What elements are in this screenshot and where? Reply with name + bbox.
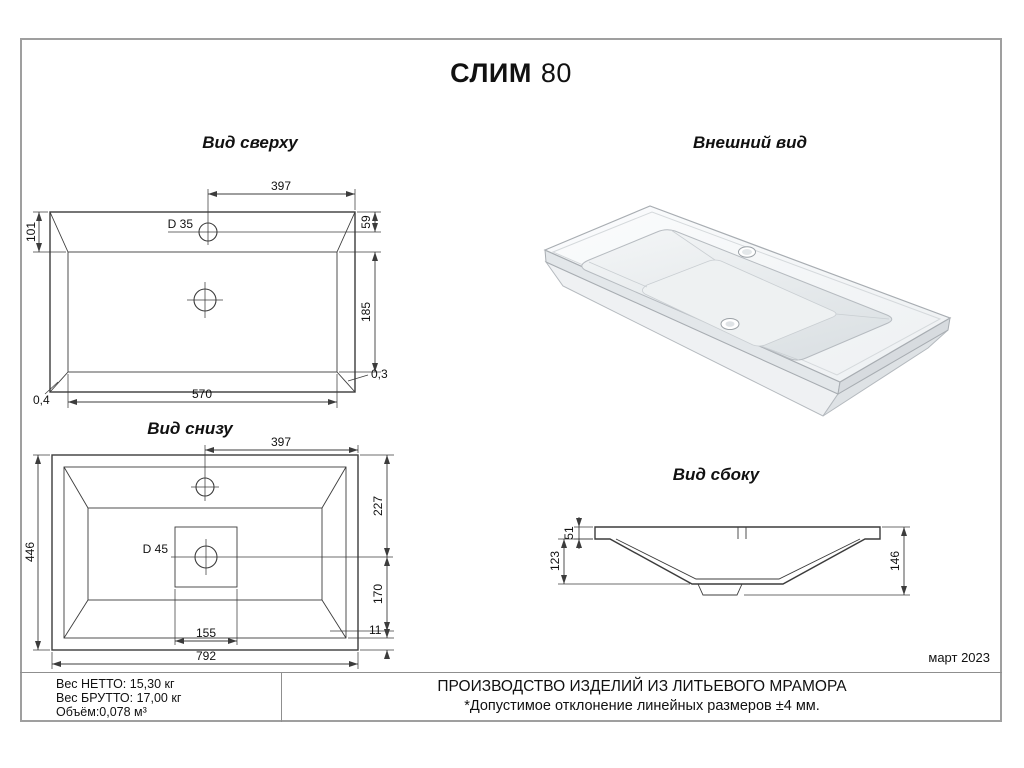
dim-side-123-label: 123 [548,551,562,571]
dim-top-570-label: 570 [192,387,212,401]
dimension-bottom-155: 155 [174,589,238,645]
dim-top-397-label: 397 [271,179,291,193]
faucet-hole-bottom [191,445,219,501]
dimension-bottom-792: 792 [51,649,359,669]
dim-bottom-11-label: 11 [369,623,382,637]
dim-top-101-label: 101 [25,222,38,242]
heading-external-view: Внешний вид [692,133,808,152]
heading-side-view: Вид сбоку [672,465,760,484]
dim-top-03-label: 0,3 [371,367,388,381]
dim-bottom-792-label: 792 [196,649,216,663]
production-line2: *Допустимое отклонение линейных размеров… [464,698,820,714]
dim-side-146-label: 146 [888,551,902,571]
dimension-bottom-397: 397 [205,437,359,453]
dim-bottom-227-label: 227 [371,496,385,516]
dim-top-hole-d: D 35 [168,217,194,231]
drain-hole-top [187,282,223,318]
dim-bottom-446-label: 446 [25,542,37,562]
faucet-hole-top [168,189,381,245]
dimension-side-146: 146 [744,526,910,596]
side-view-drawing: 51 123 146 [548,517,910,596]
production-box: ПРОИЗВОДСТВО ИЗДЕЛИЙ ИЗ ЛИТЬЕВОГО МРАМОР… [282,673,1002,722]
dimension-top-101: 101 [25,211,66,253]
dimension-top-59: 59 [357,211,381,232]
volume: Объём:0,078 м³ [56,705,147,719]
footer: Вес НЕТТО: 15,30 кг Вес БРУТТО: 17,00 кг… [20,672,1002,722]
dimension-bottom-446: 446 [25,454,50,651]
dim-top-185-label: 185 [359,302,373,322]
dim-bottom-155-label: 155 [196,626,216,640]
spec-box: Вес НЕТТО: 15,30 кг Вес БРУТТО: 17,00 кг… [20,673,282,722]
heading-top-view: Вид сверху [202,133,298,152]
sheet-border [20,38,1002,722]
heading-bottom-view: Вид снизу [147,419,233,438]
net-weight: Вес НЕТТО: 15,30 кг [56,677,175,691]
dimension-top-gap-left: 0,4 [33,381,59,407]
production-line1: ПРОИЗВОДСТВО ИЗДЕЛИЙ ИЗ ЛИТЬЕВОГО МРАМОР… [437,678,847,695]
dim-bottom-170-label: 170 [371,584,385,604]
dim-bottom-397-label: 397 [271,437,291,449]
page-title: СЛИМ 80 [20,58,1002,89]
bottom-view-drawing: D 45 397 227 170 11 446 [25,437,394,669]
dim-top-04-label: 0,4 [33,393,50,407]
external-view-drawing [543,205,952,417]
dimension-bottom-11: 11 [348,623,394,659]
dimension-top-570: 570 [67,374,338,408]
model-size: 80 [540,58,572,88]
dimension-top-397: 397 [208,179,356,210]
dim-top-59-label: 59 [359,215,373,229]
date-label: март 2023 [928,650,990,665]
footer-layer: Вес НЕТТО: 15,30 кг Вес БРУТТО: 17,00 кг… [20,38,1002,722]
faucet-hole-3d [738,246,756,258]
dim-side-51-label: 51 [562,526,576,540]
dimension-bottom-170: 170 [330,557,394,632]
drain-hole-bottom [171,539,393,575]
side-view-outline [594,526,881,596]
sink-body-3d [544,249,951,417]
dim-bottom-drain-d: D 45 [143,542,169,556]
sink-top-3d [543,205,952,383]
top-view-drawing: D 35 397 59 101 185 [25,179,388,408]
dimension-side-123: 123 [548,538,690,585]
dimension-bottom-227: 227 [360,454,394,557]
dimension-top-gap-right: 0,3 [347,367,388,382]
gross-weight: Вес БРУТТО: 17,00 кг [56,691,182,705]
drain-hole-3d [720,318,740,330]
dimension-top-185: 185 [339,251,381,373]
model-name: СЛИМ [450,58,532,88]
